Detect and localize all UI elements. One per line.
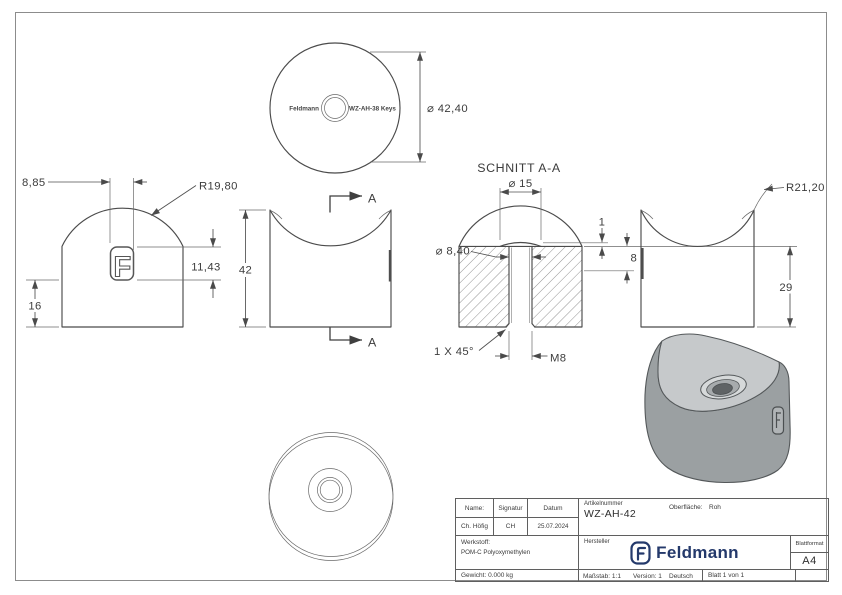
language-value: Deutsch	[669, 573, 693, 580]
dim-height-42: 42	[235, 209, 266, 328]
top-view: Feldmann WZ-AH-38 Keys ⌀ 42,40	[269, 42, 468, 174]
iso-3d-view	[644, 333, 791, 484]
top-view-outer-circle	[269, 42, 401, 174]
dim-text-11-43: 11,43	[191, 262, 220, 274]
cell-signature-value: CH	[494, 518, 528, 536]
iso-logo	[771, 406, 785, 435]
dim-height-29: 29	[757, 246, 797, 328]
bottom-outer-circle-1	[268, 432, 394, 557]
dim-text-d15: ⌀ 15	[508, 178, 532, 190]
dim-chamfer: 1 X 45°	[434, 329, 506, 358]
dim-text-42-40: ⌀ 42,40	[427, 103, 468, 115]
engraving-feldmann: Feldmann	[289, 106, 319, 113]
article-value: WZ-AH-42	[584, 508, 636, 520]
dim-saddle-radius: R21,20	[763, 182, 825, 194]
cell-name-label: Name:	[456, 499, 494, 518]
title-block: Name: Signatur Datum Ch. Höfig CH 25.07.…	[455, 498, 829, 582]
front-view-outline	[269, 209, 392, 328]
left-view-outline	[61, 207, 184, 328]
section-cut-line: A A	[329, 191, 377, 350]
feldmann-logo-icon	[630, 540, 651, 565]
section-dome	[458, 205, 583, 247]
dim-logo-width: 8,85	[22, 177, 147, 250]
cell-signature-label: Signatur	[494, 499, 528, 518]
dim-text-d8-40: ⌀ 8,40	[436, 246, 470, 258]
bottom-countersink-circle	[308, 468, 352, 512]
cell-sheet-format-label: Blattformat	[791, 536, 829, 553]
cell-sheet-number: Blatt 1 von 1	[703, 570, 796, 582]
bottom-thread-circle	[319, 479, 341, 501]
dim-text-42: 42	[239, 265, 252, 277]
iso-saddle-surface	[657, 333, 780, 412]
dim-text-m8: M8	[550, 353, 567, 365]
cell-manufacturer: Hersteller Feldmann	[579, 536, 791, 570]
logo-letter-f: F	[114, 252, 132, 284]
surface-value: Roh	[709, 504, 721, 511]
section-label-a-bottom: A	[368, 336, 377, 350]
engraving-article: WZ-AH-38 Keys	[349, 106, 396, 113]
dim-text-1: 1	[599, 217, 606, 229]
surface-label: Oberfläche:	[669, 504, 703, 511]
dim-text-29: 29	[779, 282, 792, 294]
section-label-a-top: A	[368, 192, 377, 206]
dim-text-chamfer: 1 X 45°	[434, 346, 474, 358]
cell-date-label: Datum	[528, 499, 579, 518]
material-value: POM-C Polyoxymethylen	[461, 549, 531, 556]
dim-text-8: 8	[631, 253, 638, 265]
dim-bore-diameter: ⌀ 8,40	[436, 246, 546, 260]
front-left-view: F 8,85 R19,80 11,43	[22, 177, 238, 328]
section-title: SCHNITT A-A	[477, 161, 561, 175]
iso-bore-hole	[712, 383, 733, 395]
section-view: SCHNITT A-A ⌀ 15 ⌀ 8,40 1	[434, 161, 797, 365]
section-body	[458, 245, 583, 328]
front-view: 42 A A	[235, 191, 392, 350]
cell-weight: Gewicht: 0.000 kg	[456, 570, 579, 582]
feldmann-logo: Feldmann	[630, 540, 739, 565]
dim-text-r21-20: R21,20	[786, 182, 825, 194]
cell-sheet-format-value: A4	[791, 553, 829, 570]
bottom-bore-circle	[317, 477, 343, 503]
engraved-logo: F	[109, 246, 135, 284]
radius-extension-arc	[753, 183, 773, 211]
top-view-hole	[324, 97, 346, 119]
cell-date-value: 25.07.2024	[528, 518, 579, 536]
cell-material: Werkstoff: POM-C Polyoxymethylen	[456, 536, 579, 570]
scale-value: Maßstab: 1:1	[583, 573, 621, 580]
dim-text-8-85: 8,85	[22, 177, 46, 189]
dim-seat-diameter: ⌀ 15	[499, 178, 542, 240]
top-view-hole-ring	[321, 94, 349, 122]
bottom-view	[268, 432, 394, 561]
cell-article: Artikelnummer WZ-AH-42 Oberfläche: Roh	[579, 499, 829, 536]
dim-text-16: 16	[28, 301, 41, 313]
version-value: Version: 1	[633, 573, 662, 580]
cell-empty	[796, 570, 829, 582]
hatch-right	[532, 246, 582, 327]
dim-logo-bottom: 16	[26, 279, 59, 328]
right-view-outline	[640, 209, 755, 328]
dim-dome-radius: R19,80	[150, 181, 238, 216]
feldmann-logo-text: Feldmann	[656, 542, 739, 562]
cell-name-value: Ch. Höfig	[456, 518, 494, 536]
bottom-outer-circle-2	[268, 436, 394, 561]
dim-bore-depth: 8	[584, 233, 637, 284]
hatch-left	[459, 246, 509, 327]
dim-outer-diameter: ⌀ 42,40	[370, 51, 468, 163]
threaded-bore	[505, 245, 536, 328]
dim-thread: M8	[495, 331, 567, 365]
sheet-border	[15, 12, 827, 581]
countersink-seat	[499, 241, 542, 247]
right-view: R21,20 29	[640, 182, 825, 328]
dim-logo-height: 11,43	[137, 229, 225, 298]
dim-seat-depth: 1	[543, 217, 608, 259]
manufacturer-label: Hersteller	[584, 539, 610, 545]
cell-scale-version-lang: Maßstab: 1:1 Version: 1 Deutsch	[579, 570, 703, 582]
article-label: Artikelnummer	[584, 501, 623, 507]
material-label: Werkstoff:	[461, 539, 491, 546]
dim-text-r19-80: R19,80	[199, 181, 238, 193]
